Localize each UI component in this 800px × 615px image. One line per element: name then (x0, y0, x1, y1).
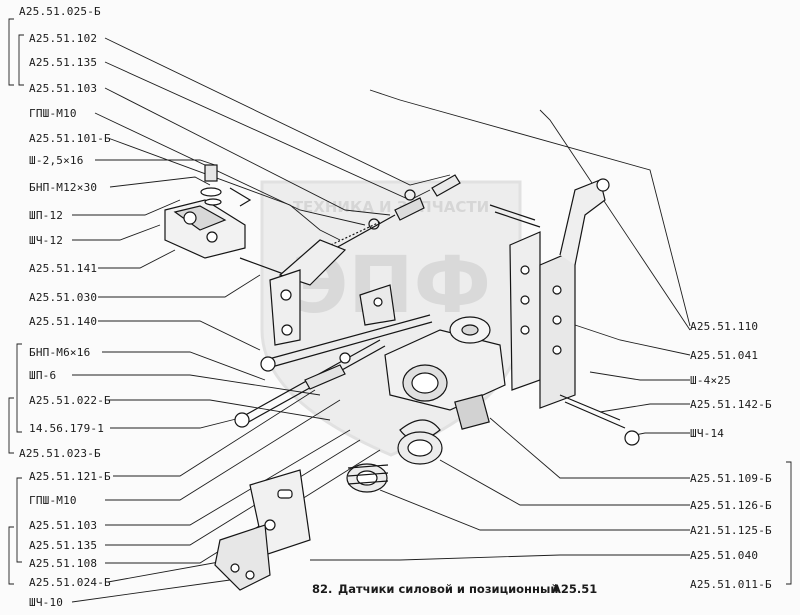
label-bnp-m12x30: БНП-M12×30 (29, 181, 97, 194)
label-a25-51-108: A25.51.108 (29, 557, 97, 570)
right-vertical-plates (489, 178, 640, 446)
label-a25-51-103: A25.51.103 (29, 82, 97, 95)
label-a25-51-011-b: A25.51.011-Б (690, 578, 772, 591)
upper-left-bracket (164, 164, 252, 259)
label-shch-10: ШЧ-10 (29, 596, 63, 609)
middle-link-plate (269, 269, 396, 346)
label-a25-51-110: A25.51.110 (690, 320, 758, 333)
right-labels: A25.51.110 A25.51.041 Ш-4×25 A25.51.142-… (690, 320, 772, 591)
springs (346, 419, 443, 493)
label-gpsh-m10: ГПШ-M10 (29, 107, 77, 120)
watermark-text: ТЕХНИКА И ЗАПЧАСТИ (293, 198, 489, 216)
label-a25-51-024-b: A25.51.024-Б (29, 576, 111, 589)
label-a25-51-121-b: A25.51.121-Б (29, 470, 111, 483)
leader-lines (71, 37, 691, 603)
label-a25-51-040: A25.51.040 (690, 549, 758, 562)
label-a25-51-103-lower: A25.51.103 (29, 519, 97, 532)
left-labels: A25.51.025-Б A25.51.102 A25.51.135 A25.5… (19, 5, 111, 609)
figure-caption: 82. Датчики силовой и позиционный A25.51 (312, 582, 597, 596)
label-sh-4x25: Ш-4×25 (690, 374, 731, 387)
label-a25-51-109-b: A25.51.109-Б (690, 472, 772, 485)
label-gpsh-m10-lower: ГПШ-M10 (29, 494, 77, 507)
label-sh-2-5x16: Ш-2,5×16 (29, 154, 84, 167)
label-a25-51-023-b: A25.51.023-Б (19, 447, 101, 460)
lower-bracket (214, 469, 311, 591)
label-bnp-m6x16: БНП-M6×16 (29, 346, 90, 359)
label-a25-51-141: A25.51.141 (29, 262, 97, 275)
label-a25-51-135-lower: A25.51.135 (29, 539, 97, 552)
label-shp-12: ШП-12 (29, 209, 63, 222)
caption-number: 82. (312, 582, 332, 596)
label-a25-51-030: A25.51.030 (29, 291, 97, 304)
label-shch-14: ШЧ-14 (690, 427, 724, 440)
right-bracket (786, 461, 792, 585)
label-a25-51-140: A25.51.140 (29, 315, 97, 328)
label-14-56-179-1: 14.56.179-1 (29, 422, 104, 435)
caption-code: A25.51 (552, 582, 597, 596)
label-shp-6: ШП-6 (29, 369, 56, 382)
left-brackets (8, 18, 24, 585)
label-a25-51-135: A25.51.135 (29, 56, 97, 69)
lower-rods (234, 314, 433, 428)
label-a25-51-126-b: A25.51.126-Б (690, 499, 772, 512)
label-a25-51-102: A25.51.102 (29, 32, 97, 45)
label-a25-51-101-b: A25.51.101-Б (29, 132, 111, 145)
label-a25-51-025-b: A25.51.025-Б (19, 5, 101, 18)
label-shch-12: ШЧ-12 (29, 234, 63, 247)
label-a21-51-125-b: A21.51.125-Б (690, 524, 772, 537)
label-a25-51-022-b: A25.51.022-Б (29, 394, 111, 407)
label-a25-51-041: A25.51.041 (690, 349, 758, 362)
caption-title: Датчики силовой и позиционный (338, 582, 558, 596)
label-a25-51-142-b: A25.51.142-Б (690, 398, 772, 411)
central-housing (384, 316, 506, 430)
